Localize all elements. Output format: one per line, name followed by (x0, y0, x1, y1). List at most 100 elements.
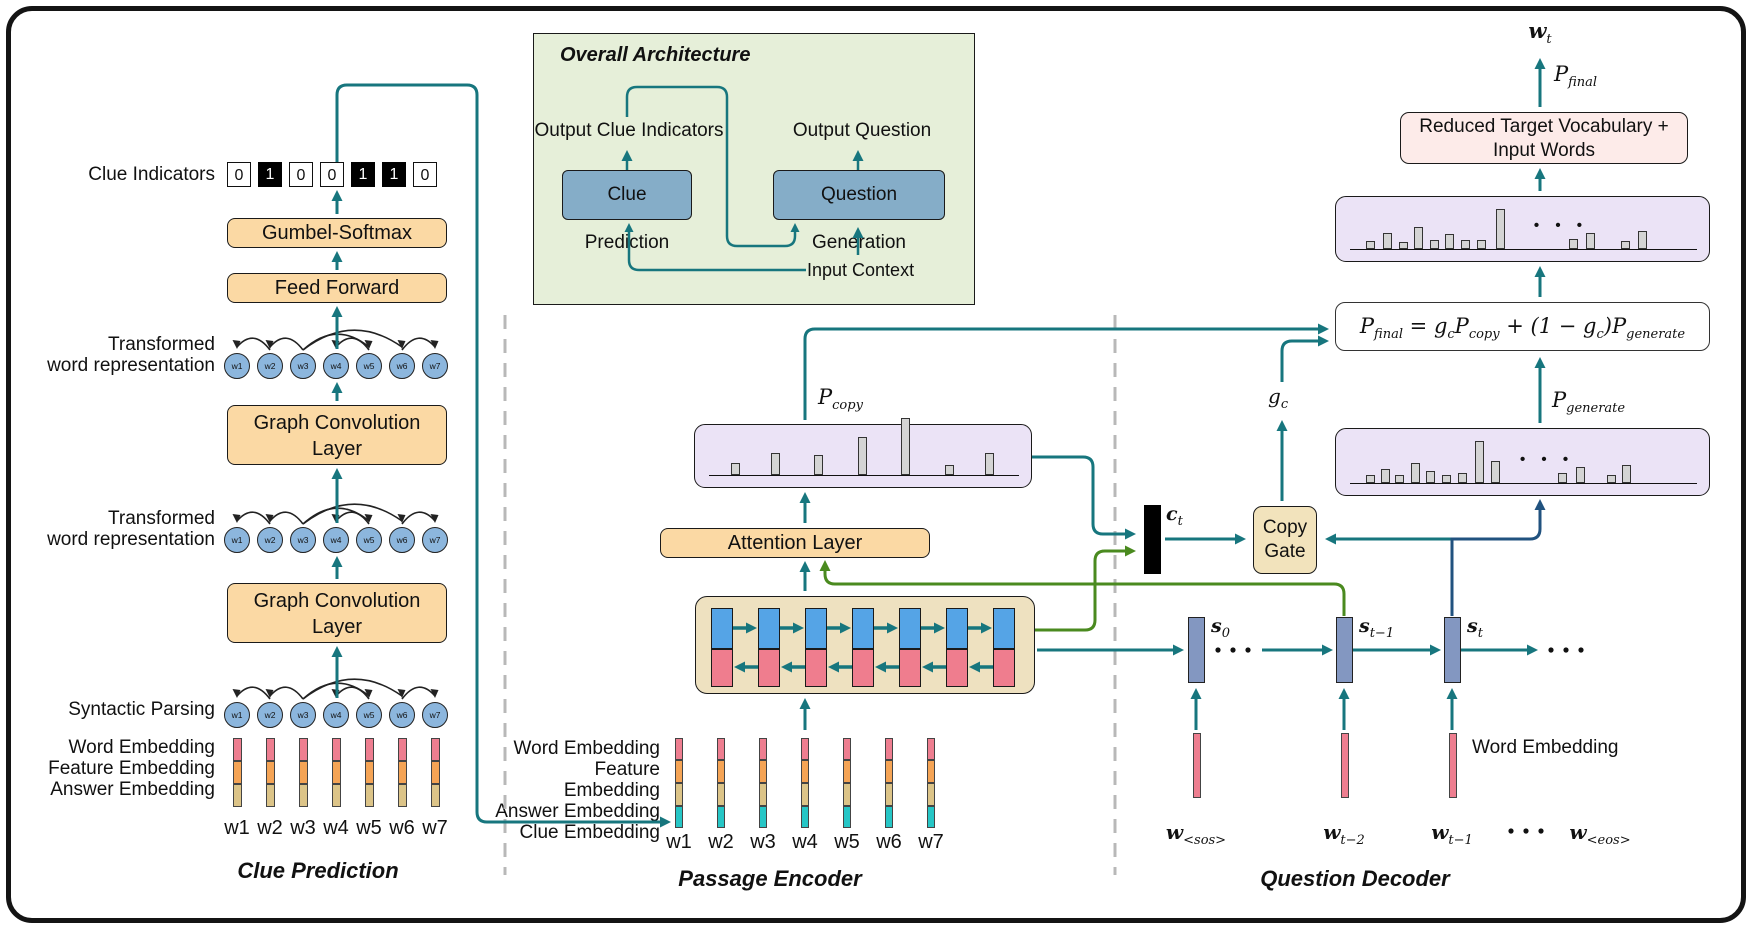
final-distribution-box: • • • (1335, 196, 1710, 262)
c-t-base: c (1166, 503, 1178, 525)
distribution-bar (1474, 441, 1484, 483)
word-node: w2 (257, 527, 283, 553)
copy-gate-line1: Copy (1262, 517, 1308, 538)
ellipsis-dots: • • • (1520, 451, 1575, 468)
w-sos-base: w (1165, 820, 1184, 844)
lstm-forward-cell (758, 608, 780, 649)
decoder-word-embedding-bar (1340, 733, 1349, 798)
f-g2-sub: c (1596, 327, 1604, 343)
word-embedding-label: Word Embedding (68, 737, 215, 758)
clue-indicator-cell: 0 (289, 162, 313, 187)
distribution-bar (1410, 463, 1420, 483)
word-node: w7 (422, 353, 448, 379)
g-c-sub: c (1280, 397, 1289, 412)
embedding-segment (266, 761, 275, 784)
embedding-segment (398, 738, 407, 761)
embedding-segment (431, 761, 440, 784)
distribution-bar (1495, 209, 1505, 249)
passage-embedding-segment (927, 738, 935, 760)
clue-embedding-legend: Word Embedding Feature Embedding Answer … (20, 737, 215, 800)
passage-embedding-segment (885, 806, 893, 828)
word-node: w3 (290, 527, 316, 553)
f-pc: P (1454, 314, 1469, 338)
w-t-2-label: wt−2 (1294, 820, 1394, 848)
p-copy-sub: copy (832, 398, 863, 414)
decoder-state-st (1444, 617, 1461, 683)
p-copy-label: Pcopy (818, 385, 863, 413)
distribution-bar (984, 453, 994, 475)
word-label: w5 (356, 817, 382, 839)
distribution-bar (1638, 231, 1647, 249)
passage-embedding-segment (801, 760, 809, 783)
passage-embedding-segment (801, 806, 809, 828)
passage-embedding-segment (801, 783, 809, 806)
distribution-baseline (1350, 483, 1697, 484)
figure-frame (6, 6, 1746, 923)
w-t-1-label: wt−1 (1402, 820, 1502, 848)
f-pg: P (1611, 314, 1627, 338)
reduced-vocab-line2: Input Words (1492, 140, 1596, 161)
w-t-1-sub: t−1 (1448, 833, 1473, 848)
embedding-segment (332, 761, 341, 784)
f-open: (1 − (1530, 314, 1584, 338)
transformed-line1: Transformed (108, 334, 215, 355)
passage-embedding-segment (675, 738, 683, 760)
gcn-label-line2: Layer (311, 616, 363, 638)
passage-embedding-segment (717, 783, 725, 806)
lstm-forward-cell (805, 608, 827, 649)
passage-embedding-segment (843, 760, 851, 783)
decoder-word-embedding-bar (1192, 733, 1201, 798)
distribution-bar (771, 453, 780, 475)
lstm-forward-cell (711, 608, 733, 649)
embedding-segment (365, 738, 374, 761)
w-t-base: w (1528, 18, 1547, 43)
c-t-sub: t (1177, 513, 1183, 529)
embedding-segment (431, 738, 440, 761)
question-generation-module-box: Question Generation (773, 170, 945, 253)
clue-indicator-cell: 1 (351, 162, 375, 187)
decoder-state-s0 (1188, 617, 1205, 683)
word-node: w3 (290, 353, 316, 379)
f-plus: + (1499, 314, 1531, 338)
gcn-label-line1: Graph Convolution (253, 590, 421, 612)
transformed-label-1: Transformed word representation (25, 334, 215, 376)
distribution-baseline (1350, 249, 1697, 250)
distribution-bar (857, 437, 867, 475)
word-node: w4 (323, 353, 349, 379)
word-label: w5 (834, 831, 860, 853)
f-pg-sub: generate (1626, 327, 1686, 343)
distribution-bar (1441, 475, 1451, 483)
f-g1: g (1433, 314, 1448, 338)
w-eos-sub: <eos> (1586, 833, 1631, 848)
distribution-bar (1395, 475, 1405, 483)
overall-title: Overall Architecture (560, 44, 751, 66)
transformed-line1: Transformed (108, 508, 215, 529)
input-context-label: Input Context (807, 260, 915, 280)
embedding-segment (398, 761, 407, 784)
passage-embedding-segment (927, 783, 935, 806)
distribution-bar (1398, 242, 1408, 249)
p-final-label: Pfinal (1554, 62, 1597, 90)
distribution-bar (1461, 240, 1471, 249)
distribution-bar (1606, 475, 1616, 483)
distribution-bar (901, 418, 911, 475)
distribution-bar (730, 463, 740, 475)
output-clue-indicators-label: Output Clue Indicators (534, 120, 724, 141)
gumbel-softmax-box: Gumbel-Softmax (227, 218, 447, 248)
embedding-segment (398, 784, 407, 807)
distribution-bar (1445, 234, 1455, 249)
p-generate-sub: generate (1566, 401, 1626, 417)
word-label: w3 (290, 817, 316, 839)
passage-embedding-segment (717, 806, 725, 828)
passage-embedding-segment (843, 738, 851, 760)
context-vector-bar (1144, 505, 1161, 574)
f-g1-sub: c (1447, 327, 1455, 343)
reduced-vocabulary-box: Reduced Target Vocabulary + Input Words (1400, 112, 1688, 164)
st-1-base: s (1359, 615, 1370, 637)
clue-prediction-title: Clue Prediction (237, 858, 399, 883)
clue-indicators-label: Clue Indicators (88, 164, 215, 185)
p-generate-label: Pgenerate (1552, 388, 1625, 416)
st-1-label: st−1 (1359, 615, 1394, 641)
